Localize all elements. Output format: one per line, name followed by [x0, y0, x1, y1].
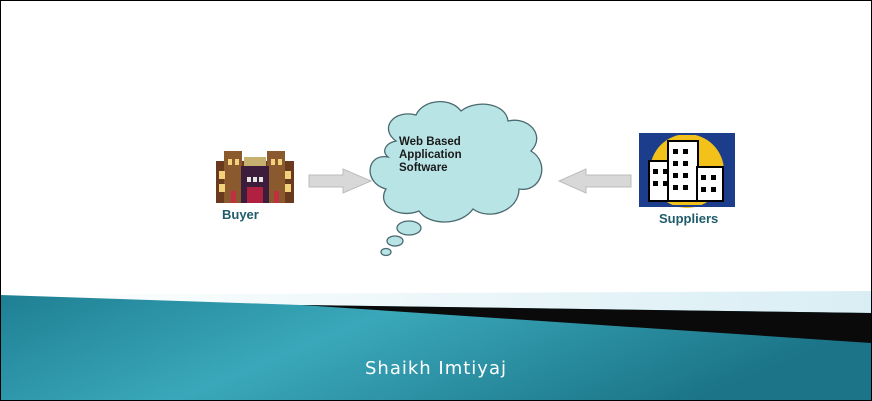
- suppliers-buildings-icon: [639, 133, 735, 208]
- cloud-label-line-1: Web Based: [399, 136, 461, 148]
- cloud-label-line-3: Software: [399, 162, 448, 174]
- presenter-name: Shaikh Imtiyaj: [364, 358, 507, 379]
- buyer-label: Buyer: [222, 207, 259, 222]
- buyer-to-cloud-arrow: [308, 168, 373, 194]
- suppliers-to-cloud-arrow: [557, 168, 632, 194]
- footer-banner: [1, 291, 871, 400]
- buyer-building-icon: [216, 151, 294, 203]
- banner-pale-stripe: [1, 291, 871, 313]
- cloud-label-line-2: Application: [399, 149, 462, 161]
- cloud-label: Web Based Application Software: [399, 136, 509, 175]
- banner-dark-stripe: [301, 305, 871, 343]
- suppliers-label: Suppliers: [659, 211, 719, 226]
- diagram-canvas: [216, 101, 735, 257]
- web-app-cloud-shape: [369, 101, 543, 257]
